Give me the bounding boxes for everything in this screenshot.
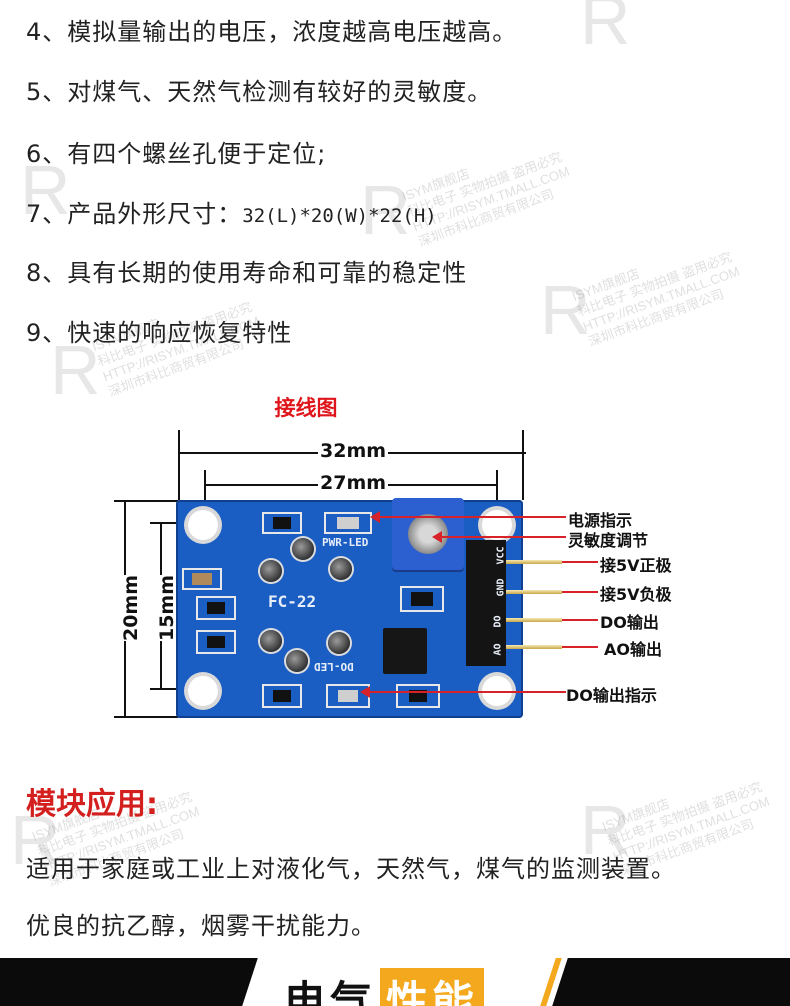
feature-item-size: 7、产品外形尺寸：32(L)*20(W)*22(H)	[26, 194, 437, 229]
potentiometer-knob[interactable]	[408, 514, 448, 554]
smd-resistor	[196, 596, 236, 620]
callout-line	[562, 646, 598, 648]
callout-line	[562, 619, 598, 621]
banner-title: 电气性能	[284, 968, 485, 1006]
smd-resistor	[262, 512, 302, 534]
pin-header: VCC GND DO AO	[466, 540, 507, 666]
sensor-lead	[286, 650, 308, 672]
dim-label-width-outer: 32mm	[318, 440, 389, 462]
dim-tick	[150, 688, 200, 690]
callout-line	[562, 561, 598, 563]
smd-capacitor	[400, 586, 444, 612]
callout-line	[370, 691, 566, 693]
do-led-label: DO-LED	[314, 660, 354, 673]
mounting-hole	[482, 510, 512, 540]
callout-sensitivity-adjust: 灵敏度调节	[568, 531, 649, 550]
sensor-lead	[330, 558, 352, 580]
dim-tick	[496, 470, 498, 510]
header-pin	[506, 590, 562, 594]
feature-size-label: 7、产品外形尺寸：	[26, 200, 243, 228]
callout-line	[442, 536, 566, 538]
mounting-hole	[188, 510, 218, 540]
dim-tick	[114, 716, 178, 718]
watermark-logo: R	[580, 0, 631, 59]
dim-label-height-outer: 20mm	[120, 574, 143, 642]
header-pin	[506, 618, 562, 622]
callout-do-output: DO输出	[600, 613, 659, 632]
dim-tick	[204, 470, 206, 510]
header-pin	[506, 560, 562, 564]
feature-size-value: 32(L)*20(W)*22(H)	[242, 205, 437, 227]
callout-arrow	[360, 686, 370, 698]
dim-tick	[178, 430, 180, 500]
callout-gnd: 接5V负极	[600, 585, 672, 604]
board-model-label: FC-22	[268, 592, 317, 611]
smd-resistor	[196, 630, 236, 654]
pin-label: VCC	[495, 546, 507, 565]
pwr-led	[324, 512, 372, 534]
application-title: 模块应用:	[26, 787, 158, 822]
dim-tick	[522, 430, 524, 500]
comparator-chip	[383, 628, 427, 674]
banner-title-text: 电气	[284, 977, 377, 1006]
watermark-logo: R	[540, 271, 591, 349]
smd-capacitor	[182, 568, 222, 590]
dim-tick	[150, 522, 200, 524]
callout-arrow	[432, 531, 442, 543]
feature-item: 8、具有长期的使用寿命和可靠的稳定性	[26, 259, 468, 287]
wiring-diagram-title: 接线图	[274, 396, 338, 420]
dim-tick	[114, 500, 178, 502]
sensor-lead	[260, 560, 282, 582]
sensor-module-board: PWR-LED FC-22 DO-LED	[176, 500, 523, 718]
mounting-hole	[188, 676, 218, 706]
feature-item: 6、有四个螺丝孔便于定位;	[26, 140, 327, 168]
dim-label-width-inner: 27mm	[318, 472, 389, 494]
pin-label: DO	[492, 615, 504, 628]
callout-power-indicator: 电源指示	[568, 511, 633, 530]
pwr-led-label: PWR-LED	[322, 536, 369, 549]
smd-resistor	[396, 684, 440, 708]
callout-arrow	[370, 511, 380, 523]
callout-ao-output: AO输出	[604, 640, 662, 659]
application-line: 优良的抗乙醇，烟雾干扰能力。	[26, 912, 376, 940]
pin-label: GND	[495, 578, 507, 597]
banner-title-badge: 性能	[380, 968, 485, 1006]
callout-vcc: 接5V正极	[600, 556, 672, 575]
sensor-lead	[328, 632, 350, 654]
callout-line	[380, 516, 566, 518]
callout-do-indicator: DO输出指示	[566, 686, 657, 705]
section-banner: 电气性能	[0, 958, 790, 1006]
sensitivity-potentiometer[interactable]	[392, 498, 464, 570]
feature-item: 5、对煤气、天然气检测有较好的灵敏度。	[26, 78, 493, 106]
callout-line	[562, 591, 598, 593]
feature-item: 4、模拟量输出的电压，浓度越高电压越高。	[26, 18, 518, 46]
sensor-lead	[292, 538, 314, 560]
pin-label: AO	[492, 643, 504, 656]
dim-label-height-inner: 15mm	[156, 574, 179, 642]
feature-item: 9、快速的响应恢复特性	[26, 319, 293, 347]
header-pin	[506, 645, 562, 649]
smd-resistor	[262, 684, 302, 708]
application-line: 适用于家庭或工业上对液化气，天然气，煤气的监测装置。	[26, 855, 676, 883]
sensor-lead	[260, 630, 282, 652]
